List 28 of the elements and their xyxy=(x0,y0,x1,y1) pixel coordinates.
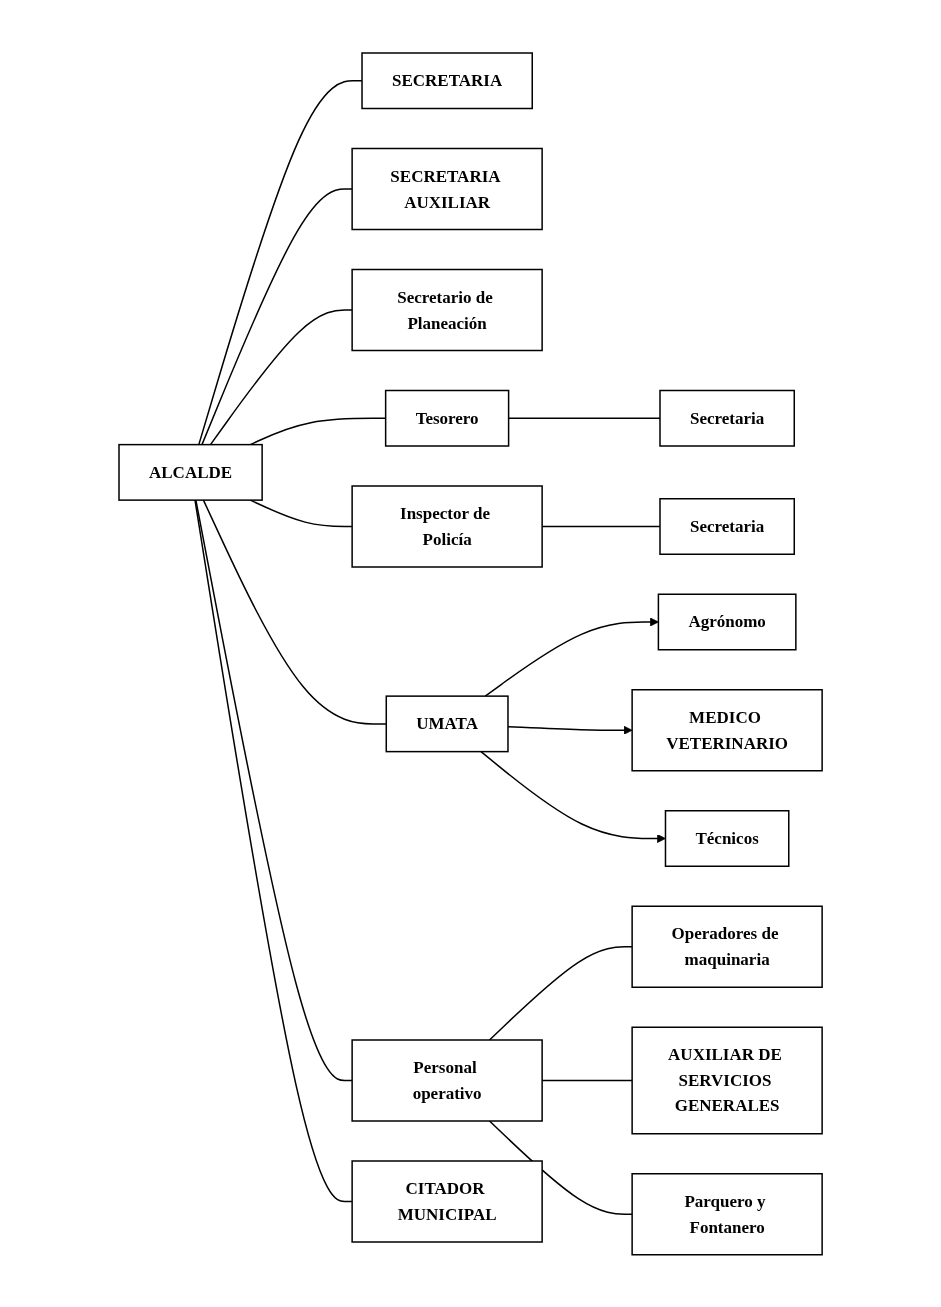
arrow xyxy=(507,725,633,735)
node-box: Parquero y Fontanero xyxy=(631,1172,823,1256)
node-box: ALCALDE xyxy=(118,443,263,501)
arrow xyxy=(484,617,659,697)
node-box: Secretario de Planeación xyxy=(351,268,543,351)
connector xyxy=(202,499,387,725)
node-box: Operadores de maquinaria xyxy=(631,905,823,988)
node-box: Inspector de Policía xyxy=(351,484,543,568)
node-box: MEDICO VETERINARIO xyxy=(631,688,823,772)
node-box: Técnicos xyxy=(664,809,790,867)
node-box: Personal operativo xyxy=(351,1038,543,1122)
connector xyxy=(488,1119,633,1215)
connector xyxy=(194,499,353,1202)
node-box: SECRETARIA AUXILIAR xyxy=(351,147,543,230)
node-box: SECRETARIA xyxy=(361,51,533,109)
node-box: Secretaria xyxy=(659,497,795,555)
node-box: Tesorero xyxy=(384,389,510,447)
connector xyxy=(488,945,633,1041)
node-box: UMATA xyxy=(385,695,509,752)
connector xyxy=(201,187,353,445)
node-box: CITADOR MUNICIPAL xyxy=(351,1159,543,1243)
node-box: AUXILIAR DE SERVICIOS GENERALES xyxy=(631,1026,823,1135)
connector xyxy=(209,308,353,445)
connector xyxy=(195,499,353,1081)
connector xyxy=(249,499,353,527)
node-box: Secretaria xyxy=(659,389,795,447)
node-box: Agrónomo xyxy=(657,593,797,651)
arrow xyxy=(480,750,666,843)
